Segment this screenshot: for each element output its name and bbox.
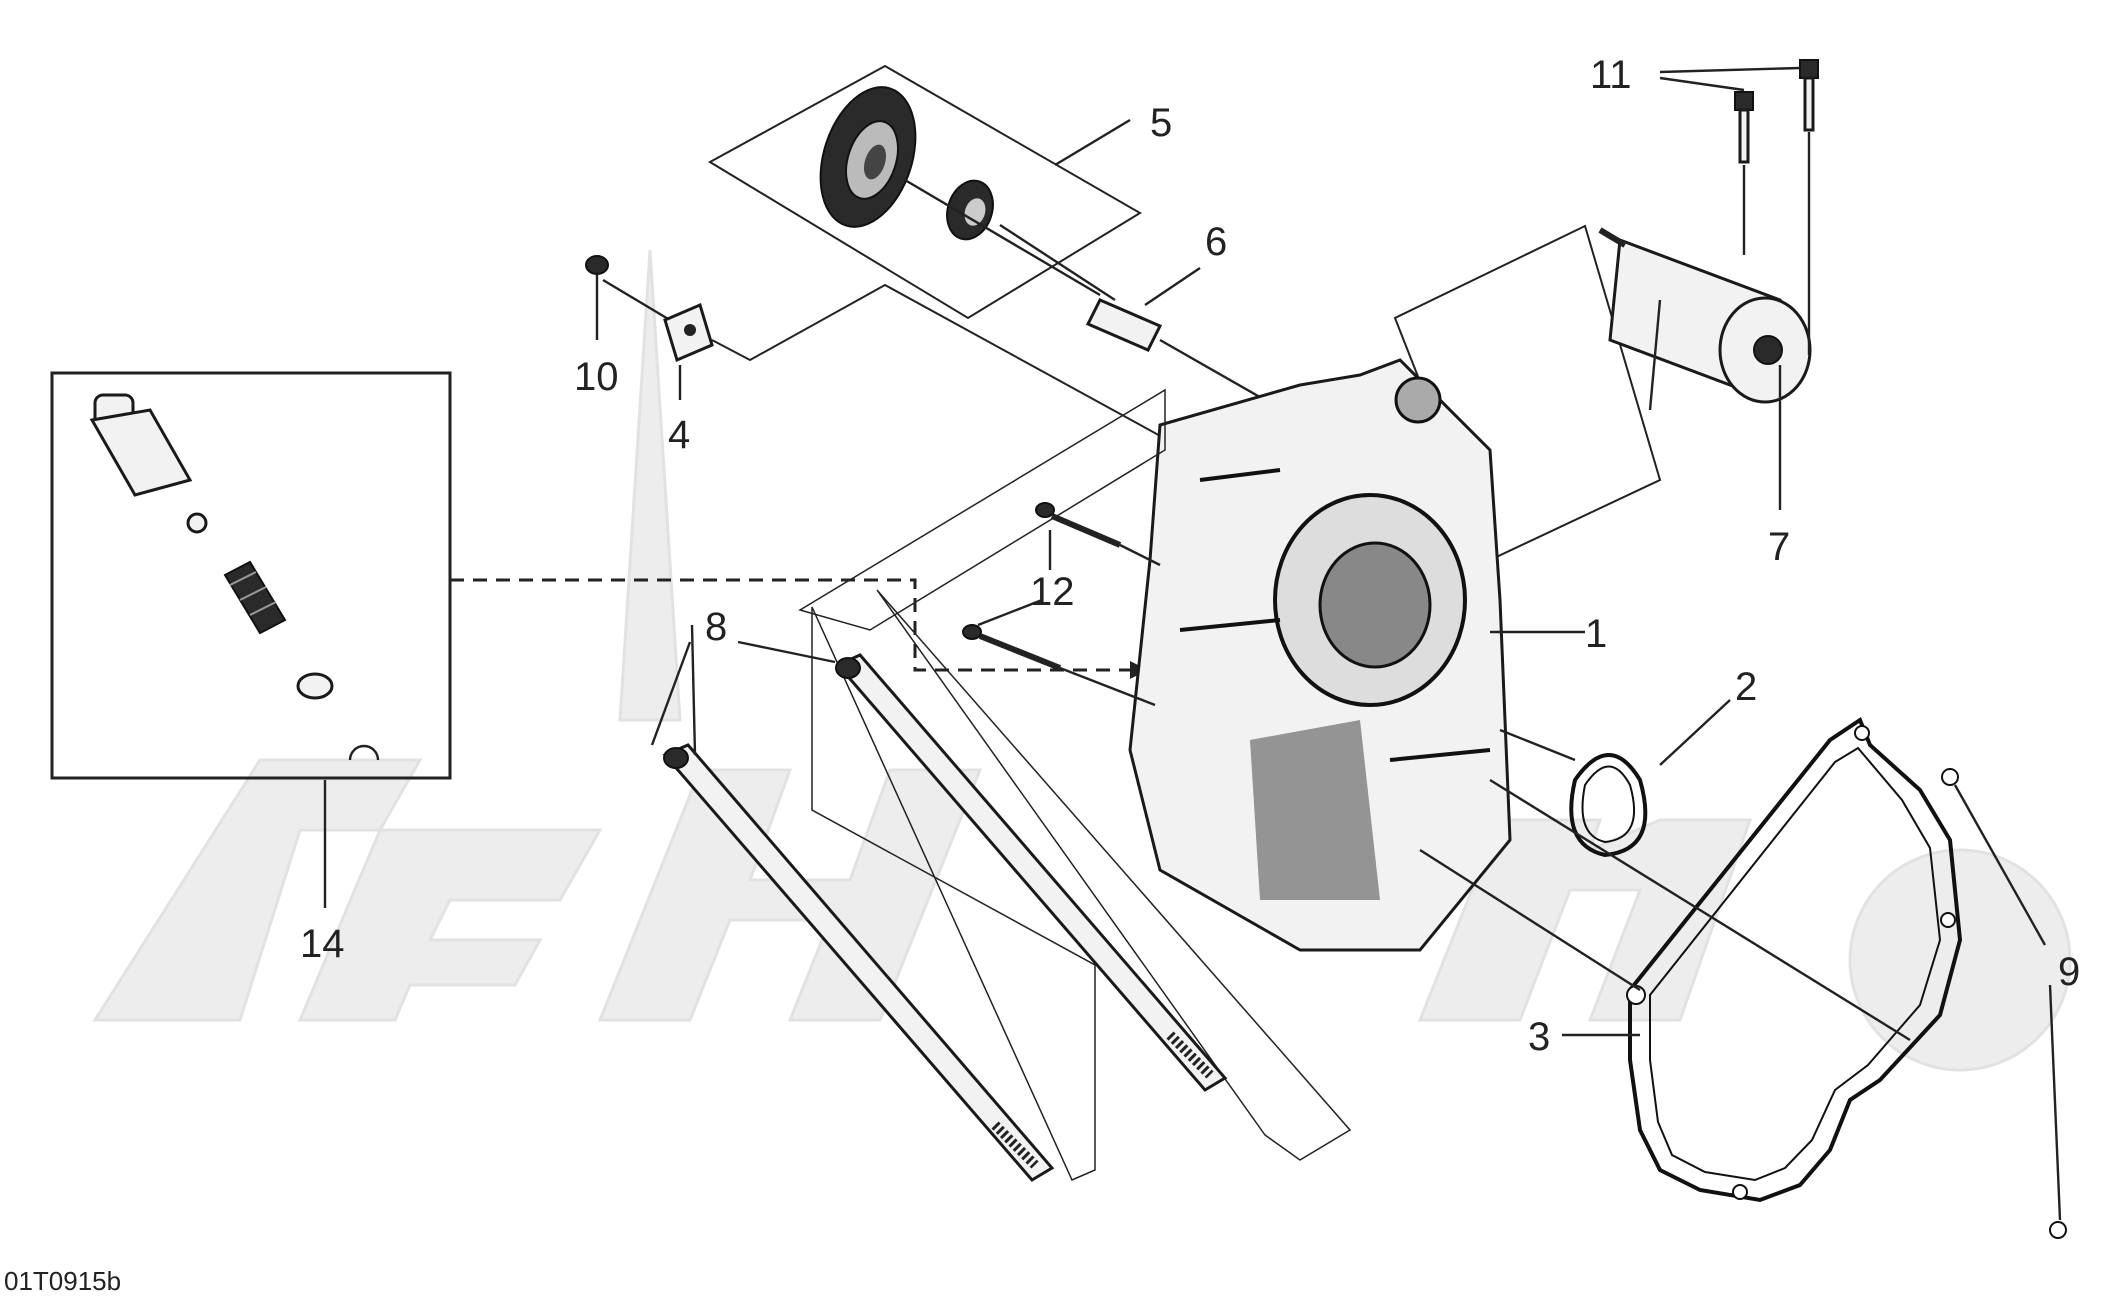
part-5-frame <box>707 64 1142 320</box>
part-14-inset-box <box>50 371 452 780</box>
leader-9b <box>2048 984 2062 1221</box>
valve-spring <box>223 560 287 635</box>
oil-pump-gear-small <box>946 179 994 241</box>
part-4-frame <box>711 283 1196 456</box>
callout-1: 1 <box>1585 612 1607 656</box>
callout-5: 5 <box>1150 101 1172 145</box>
leader-11b <box>1659 66 1801 74</box>
callout-10: 10 <box>574 355 619 399</box>
bolt-10 <box>585 255 609 275</box>
plate-4 <box>663 302 714 363</box>
diagram-code: 01T0915b <box>4 1266 121 1296</box>
bolt-12b <box>962 624 1062 671</box>
circlip <box>348 744 380 761</box>
callout-8: 8 <box>705 605 727 649</box>
leader-12b <box>977 598 1043 627</box>
oil-pump-gear-large <box>819 86 917 228</box>
leader-11a <box>1659 76 1745 92</box>
part-8-frame-top <box>798 388 1166 631</box>
gasket-3 <box>1626 716 1963 1203</box>
crankcase-cover-1 <box>1128 358 1512 952</box>
dowel-pin-6 <box>1085 298 1163 352</box>
valve-washer <box>296 672 334 700</box>
relief-valve-plunger <box>89 393 193 497</box>
stud-8a <box>662 743 1055 1182</box>
leader-8b <box>737 640 836 664</box>
callout-4: 4 <box>668 413 690 457</box>
leader-5 <box>1054 118 1131 167</box>
callout-11: 11 <box>1590 53 1632 97</box>
callout-6: 6 <box>1205 220 1227 264</box>
callout-14: 14 <box>300 922 345 966</box>
callout-9: 9 <box>2058 950 2080 994</box>
callout-12: 12 <box>1030 570 1075 614</box>
stud-8b <box>835 653 1228 1092</box>
leader-8a <box>690 624 697 756</box>
part-8-frame-left <box>811 606 1096 1181</box>
callout-3: 3 <box>1528 1015 1550 1059</box>
bolt-11b <box>1799 59 1819 132</box>
leader-6 <box>1144 267 1201 306</box>
callout-7: 7 <box>1768 525 1790 569</box>
leader-2 <box>1659 699 1731 766</box>
bolt-12a <box>1035 502 1122 548</box>
bolt-9-bottom <box>2049 1221 2067 1239</box>
bolt-9-top <box>1941 768 1959 786</box>
bolt-11a <box>1734 91 1754 164</box>
callout-2: 2 <box>1735 665 1757 709</box>
part-8-frame-right <box>876 589 1352 1161</box>
valve-ball <box>186 512 208 534</box>
dashed-reference-line <box>450 578 1140 672</box>
starter-motor <box>1598 227 1812 411</box>
leader-9a <box>1953 784 2047 946</box>
o-ring-2 <box>1569 753 1648 858</box>
